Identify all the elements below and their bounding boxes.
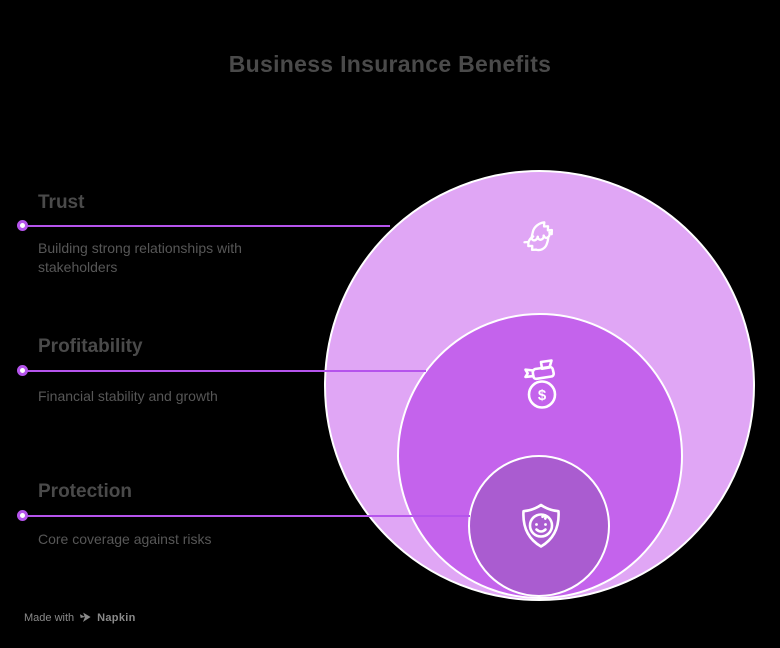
protection-description: Core coverage against risks [38,531,212,547]
profitability-connector-line [22,370,426,372]
napkin-brand-text: Napkin [97,611,136,624]
money-bag-icon: $ [524,359,557,409]
trust-description: Building strong relationships with stake… [38,240,242,275]
protection-connector-dot [17,510,28,521]
profitability-description: Financial stability and growth [38,388,218,404]
protection-connector-line [22,515,470,517]
protection-circle [468,455,610,597]
profitability-connector-dot [17,365,28,376]
shield-icon [522,503,560,548]
protection-label: Protection [38,481,132,502]
trust-label: Trust [38,192,85,213]
made-with-napkin-badge: Made with Napkin [24,611,136,624]
trust-connector-dot [17,220,28,231]
dollar-symbol: $ [538,387,547,404]
napkin-logo-icon [80,612,91,622]
trust-connector-line [22,225,390,227]
profitability-label: Profitability [38,336,143,357]
handshake-icon [523,221,554,252]
made-with-text: Made with [24,611,75,624]
page-title: Business Insurance Benefits [228,51,552,77]
